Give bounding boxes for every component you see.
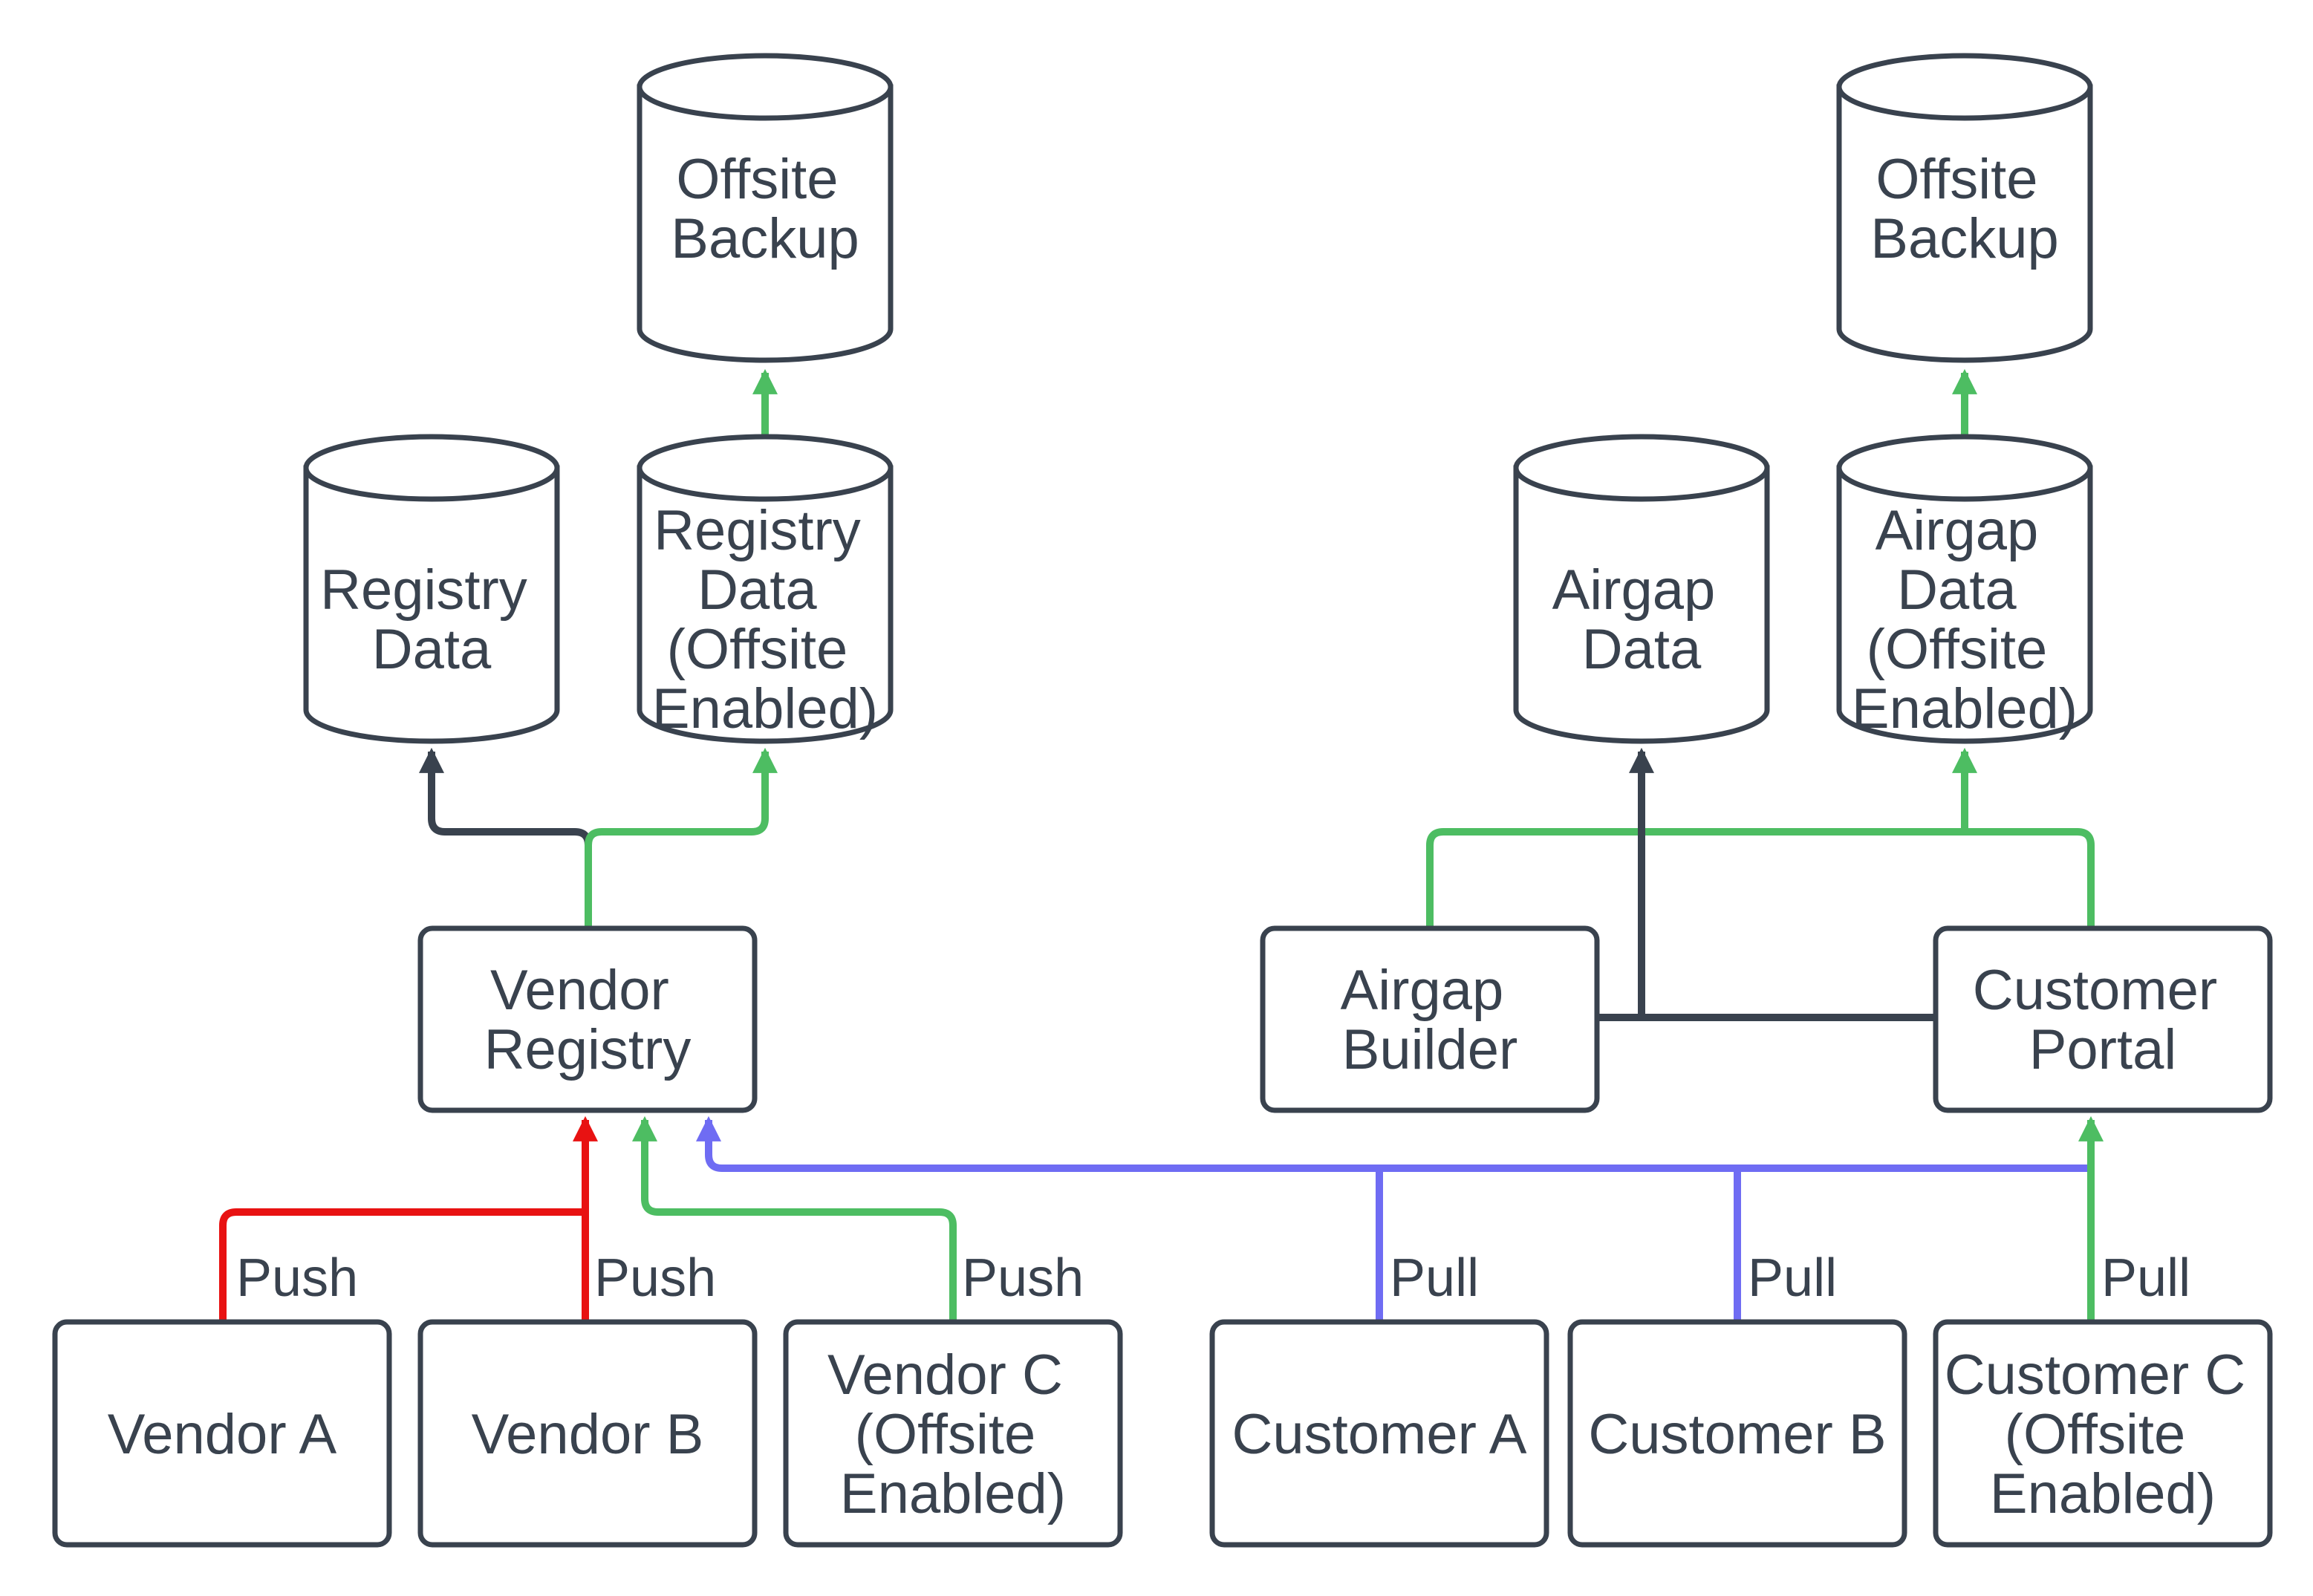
pull-label-customer-c: Pull (2101, 1248, 2190, 1308)
node-vendor-c: Vendor C (Offsite Enabled) (783, 1319, 1123, 1548)
node-airgap-builder: Airgap Builder (1260, 925, 1600, 1113)
cylinder-shape (637, 84, 894, 363)
cylinder-top (637, 53, 894, 121)
vendor-b-label: Vendor B (472, 1403, 704, 1466)
box-shape (1567, 1319, 1907, 1548)
node-registry-data: Registry Data (303, 434, 560, 744)
box-shape (1933, 925, 2273, 1113)
edge-builder-portal-offsite-link (1426, 828, 2095, 928)
box-shape (417, 925, 758, 1113)
edge-vendor-c-push (632, 1115, 957, 1322)
edge-vendor-registry-to-registry-data-offsite (585, 747, 778, 928)
registry-data-label: Registry Data (320, 558, 543, 681)
cylinder-shape (637, 465, 894, 744)
vendor-a-label: Vendor A (108, 1403, 337, 1466)
cylinder-top (1513, 434, 1770, 502)
node-customer-c: Customer C (Offsite Enabled) (1933, 1319, 2273, 1548)
box-shape (52, 1319, 392, 1548)
edge-pull-line-to-vendor-registry (696, 1115, 2091, 1172)
pull-label-customer-a: Pull (1390, 1248, 1479, 1308)
offsite-backup-left-label: Offsite Backup (671, 148, 859, 270)
cylinder-shape (1513, 465, 1770, 744)
pull-label-customer-b: Pull (1748, 1248, 1837, 1308)
airgap-data-label: Airgap Data (1552, 558, 1731, 681)
node-customer-a: Customer A (1209, 1319, 1549, 1548)
box-shape (417, 1319, 758, 1548)
cylinder-top (1836, 53, 2093, 121)
cylinder-shape (1836, 84, 2093, 363)
box-shape (1933, 1319, 2273, 1548)
vendor-c-label: Vendor C (Offsite Enabled) (827, 1343, 1079, 1525)
customer-portal-label: Customer Portal (1973, 959, 2234, 1081)
node-customer-portal: Customer Portal (1933, 925, 2273, 1113)
node-registry-data-offsite: Registry Data (Offsite Enabled) (637, 434, 894, 744)
cylinder-top (637, 434, 894, 502)
box-shape (1260, 925, 1600, 1113)
customer-c-label: Customer C (Offsite Enabled) (1945, 1343, 2262, 1525)
cylinder-shape (303, 465, 560, 744)
push-label-vendor-c: Push (962, 1248, 1084, 1308)
node-airgap-data: Airgap Data (1513, 434, 1770, 744)
registry-data-offsite-label: Registry Data (Offsite Enabled) (652, 499, 878, 740)
push-label-vendor-b: Push (594, 1248, 716, 1308)
airgap-builder-label: Airgap Builder (1341, 959, 1520, 1081)
box-shape (1209, 1319, 1549, 1548)
cylinder-top (1836, 434, 2093, 502)
push-label-vendor-a: Push (236, 1248, 358, 1308)
customer-b-label: Customer B (1588, 1403, 1886, 1466)
airgap-data-offsite-label: Airgap Data (Offsite Enabled) (1852, 499, 2078, 740)
cylinder-top (303, 434, 560, 502)
connectors (219, 368, 2104, 1322)
vendor-registry-label: Vendor Registry (484, 959, 692, 1081)
cylinder-shape (1836, 465, 2093, 744)
edge-vendor-registry-to-registry-data (419, 747, 592, 928)
edge-vendor-a-push (219, 1208, 585, 1322)
node-offsite-backup-left: Offsite Backup (637, 53, 894, 363)
node-customer-b: Customer B (1567, 1319, 1907, 1548)
customer-a-label: Customer A (1232, 1403, 1526, 1466)
node-vendor-registry: Vendor Registry (417, 925, 758, 1113)
box-shape (783, 1319, 1123, 1548)
offsite-backup-right-label: Offsite Backup (1870, 148, 2059, 270)
node-airgap-data-offsite: Airgap Data (Offsite Enabled) (1836, 434, 2093, 744)
node-vendor-a: Vendor A (52, 1319, 392, 1548)
node-vendor-b: Vendor B (417, 1319, 758, 1548)
node-offsite-backup-right: Offsite Backup (1836, 53, 2093, 363)
edge-labels: Push Push Push Pull Pull Pull (236, 1248, 2190, 1308)
